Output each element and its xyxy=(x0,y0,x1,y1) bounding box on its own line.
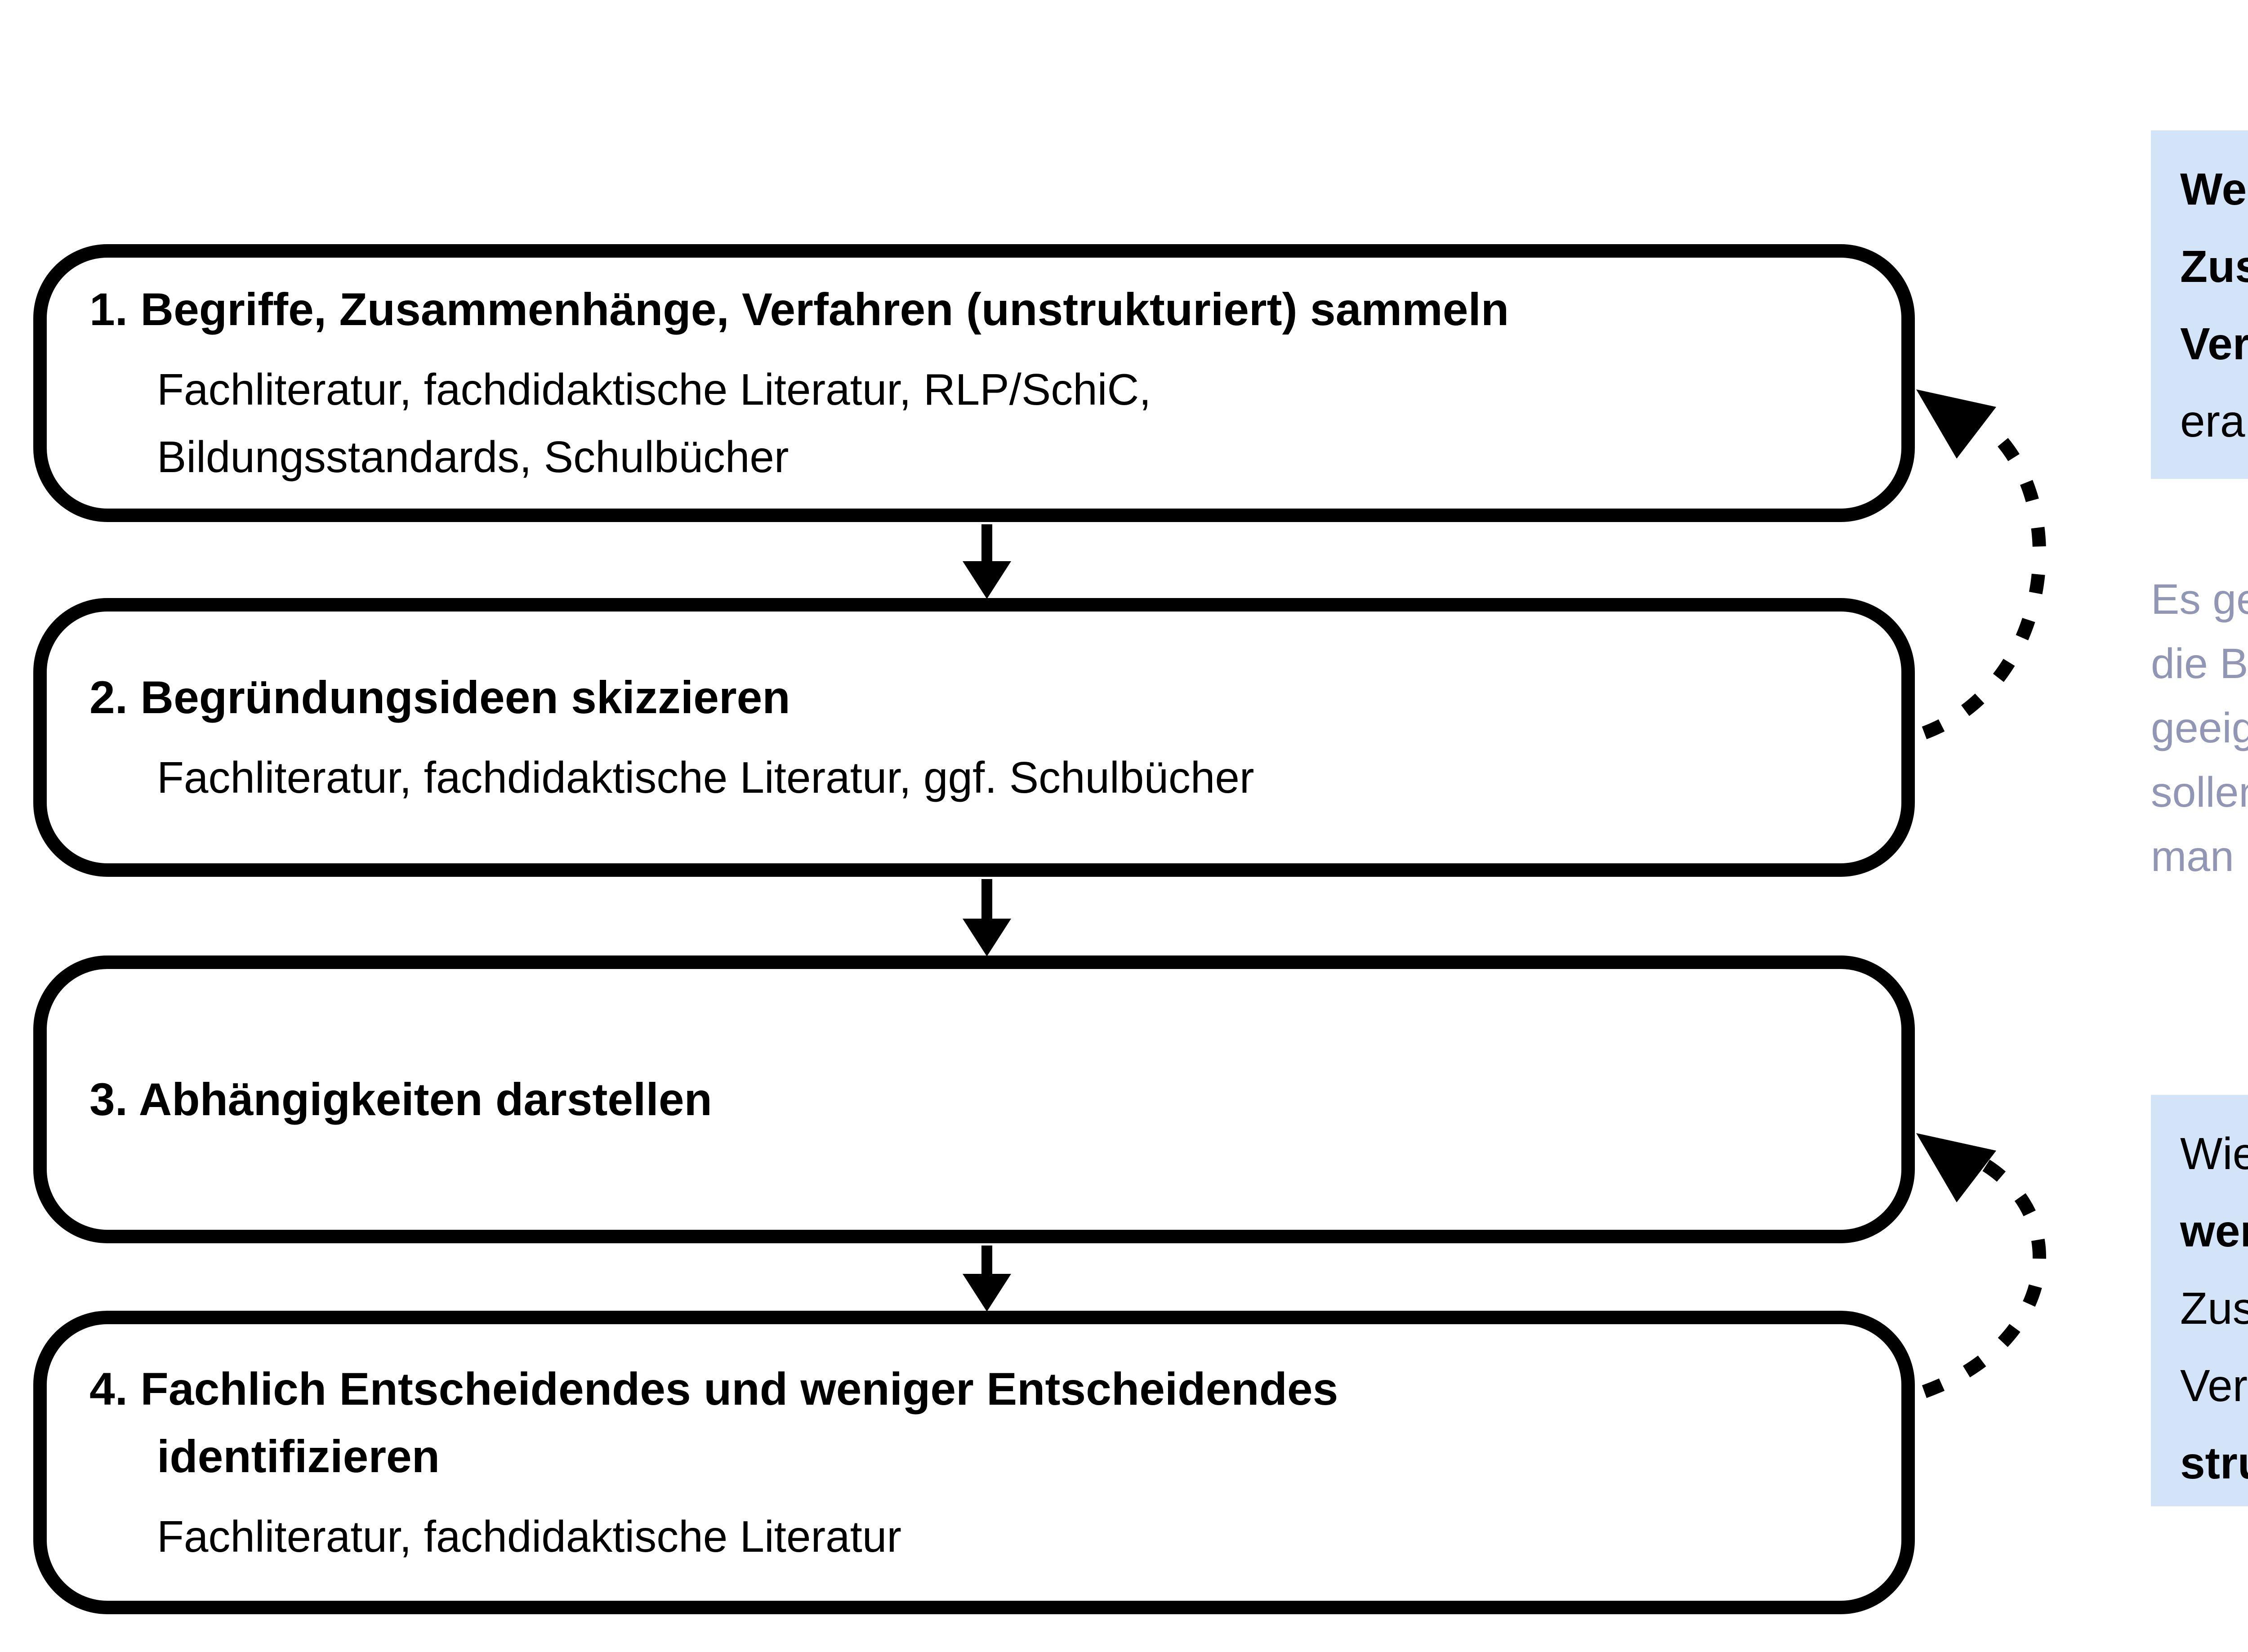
flow-step-title: 2. Begründungsideen skizzieren xyxy=(89,672,790,723)
down-arrow-icon xyxy=(963,879,1011,956)
dotted-feedback-arrow-icon xyxy=(1916,1133,2046,1398)
flow-step-sources: Fachliteratur, fachdidaktische Literatur… xyxy=(157,753,1254,802)
flow-step-4: 4. Fachlich Entscheidendes und weniger E… xyxy=(33,1311,1915,1614)
flow-step-sources: Fachliteratur, fachdidaktische Literatur xyxy=(157,1511,901,1561)
flow-step-3: 3. Abhängigkeiten darstellen xyxy=(33,955,1915,1243)
note-text: Es geht bei der Analyse nicht immer daru… xyxy=(2151,576,2248,880)
down-arrow-icon xyxy=(963,524,1011,599)
question-card-spezifizieren-left: Welche Begriffe, Zusammenhänge und Verfa… xyxy=(2151,130,2248,479)
section-title-strukturieren: Strukturieren xyxy=(2151,967,2248,1070)
dotted-feedback-arrow-icon xyxy=(1916,389,2046,740)
section-title-spezifizieren: Spezifizieren xyxy=(2151,13,2248,117)
flow-step-sources: Fachliteratur, fachdidaktische Literatur… xyxy=(157,365,1151,482)
flow-step-title: 3. Abhängigkeiten darstellen xyxy=(89,1074,712,1125)
question-card-strukturieren-left: Wie kann das Netz- werk aus Begriffen, Z… xyxy=(2151,1095,2248,1506)
flow-step-1: 1. Begriffe, Zusammenhänge, Verfahren (u… xyxy=(33,244,1915,522)
flow-step-title: 4. Fachlich Entscheidendes und weniger E… xyxy=(89,1363,1338,1482)
flow-step-title: 1. Begriffe, Zusammenhänge, Verfahren (u… xyxy=(89,284,1509,335)
down-arrow-icon xyxy=(963,1246,1011,1312)
flow-step-2: 2. Begründungsideen skizzieren Fachliter… xyxy=(33,598,1915,877)
